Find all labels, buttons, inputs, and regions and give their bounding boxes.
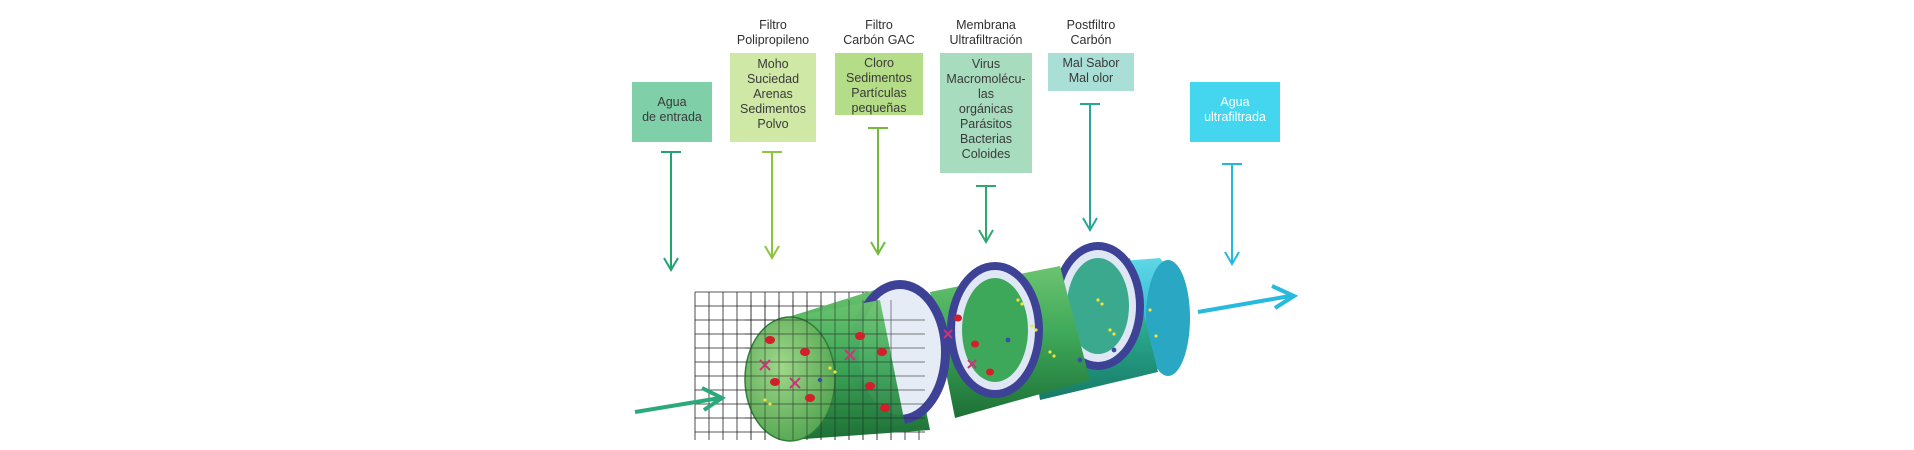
box-line: Cloro [864,56,894,70]
box-line: Agua [657,95,687,109]
box-line: Moho [757,57,789,71]
box-line: las [978,87,994,101]
box-line: de entrada [642,110,702,124]
box-line: Macromolécu- [946,72,1026,86]
heading-line: Carbón [1070,33,1112,47]
heading-line: Polipropileno [736,33,810,47]
heading-ultrafiltracion: Membrana Ultrafiltración [940,18,1032,48]
heading-line: Filtro [865,18,893,32]
box-line: Mal Sabor [1062,56,1120,70]
box-ultrafiltracion: Virus Macromolécu- las orgánicas Parásit… [940,53,1032,173]
box-line: Coloides [961,147,1011,161]
box-polipropileno: Moho Suciedad Arenas Sedimentos Polvo [730,53,816,142]
box-line: orgánicas [958,102,1014,116]
heading-line: Ultrafiltración [949,33,1023,47]
box-line: Sedimentos [845,71,912,85]
box-line: Suciedad [746,72,800,86]
box-line: Arenas [753,87,793,101]
box-gac: Cloro Sedimentos Partículas pequeñas [835,53,923,115]
arrow-down-icon [661,151,681,272]
flow-out-arrow-icon [1197,284,1299,314]
box-line: ultrafiltrada [1204,110,1266,124]
arrow-down-icon [976,185,996,244]
flow-in-arrow-icon [634,386,726,414]
arrow-down-icon [868,127,888,256]
cylinder-section-front [744,300,905,442]
box-line: Partículas [851,86,907,100]
box-line: Agua [1220,95,1250,109]
particles [759,298,1158,412]
heading-line: Filtro [759,18,787,32]
box-line: Virus [971,57,1001,71]
heading-line: Postfiltro [1066,18,1116,32]
box-line: Mal olor [1068,71,1114,85]
arrow-down-icon [762,151,782,260]
heading-polipropileno: Filtro Polipropileno [733,18,813,48]
box-agua-ultrafiltrada: Agua ultrafiltrada [1190,82,1280,142]
arrow-down-icon [1222,163,1242,266]
flange-2 [947,262,1043,398]
box-postfiltro: Mal Sabor Mal olor [1048,53,1134,91]
heading-line: Membrana [956,18,1016,32]
box-line: pequeñas [851,101,907,115]
box-line: Sedimentos [739,102,806,116]
heading-gac: Filtro Carbón GAC [835,18,923,48]
box-line: Bacterias [959,132,1013,146]
arrow-down-icon [1080,103,1100,232]
box-line: Polvo [757,117,789,131]
box-agua-entrada: Agua de entrada [632,82,712,142]
box-line: Parásitos [959,117,1013,131]
heading-line: Carbón GAC [843,33,915,47]
heading-postfiltro: Postfiltro Carbón [1048,18,1134,48]
